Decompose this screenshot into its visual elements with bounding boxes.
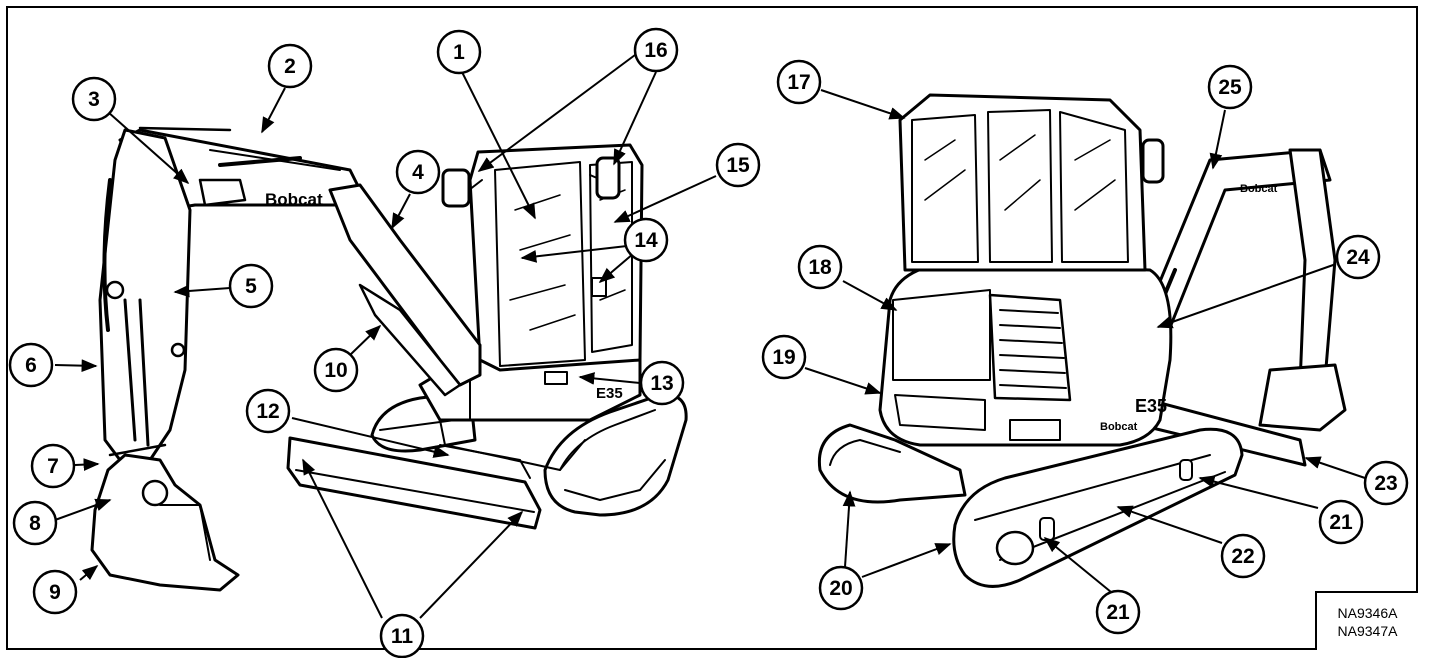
svg-text:14: 14	[634, 229, 658, 252]
rear-tracks	[817, 423, 1244, 588]
svg-text:1: 1	[453, 41, 465, 64]
callout-14: 14	[623, 217, 669, 263]
svg-text:10: 10	[324, 359, 347, 382]
callout-16: 16	[633, 27, 679, 73]
dozer-blade	[286, 436, 542, 530]
boom-and-arm: Bobcat	[98, 126, 482, 462]
figure-code-box: NA9346A NA9347A	[1315, 591, 1418, 650]
rear-logo-panel	[892, 289, 991, 381]
svg-text:13: 13	[650, 372, 673, 395]
diagram-frame	[6, 6, 1418, 650]
svg-text:7: 7	[47, 455, 59, 478]
rear-brand-logo: Bobcat	[905, 321, 986, 348]
callout-2: 2	[267, 43, 313, 89]
svg-text:19: 19	[772, 346, 795, 369]
rear-model-badge: E35	[1135, 396, 1167, 416]
svg-text:16: 16	[644, 39, 667, 62]
callout-15: 15	[715, 142, 761, 188]
svg-text:21: 21	[1106, 601, 1130, 624]
bucket	[90, 443, 240, 592]
callout-17: 17	[776, 59, 822, 105]
svg-text:22: 22	[1231, 545, 1254, 568]
callout-18: 18	[797, 244, 843, 290]
svg-text:9: 9	[49, 581, 61, 604]
svg-text:15: 15	[726, 154, 750, 177]
figure-code-2: NA9347A	[1337, 622, 1398, 639]
rear-mirror	[1141, 138, 1165, 184]
rear-body: Bobcat E35 Bobcat	[878, 260, 1173, 447]
callout-19: 19	[761, 334, 807, 380]
callout-21-upper: 21	[1318, 499, 1364, 545]
svg-text:6: 6	[25, 354, 37, 377]
callout-1: 1	[436, 29, 482, 75]
svg-text:4: 4	[412, 161, 424, 184]
svg-text:5: 5	[245, 275, 257, 298]
svg-text:8: 8	[29, 512, 41, 535]
callout-4: 4	[395, 149, 441, 195]
rear-view-excavator: Bobcat Bobcat E35 Bobcat	[817, 93, 1347, 588]
rear-boom: Bobcat	[1138, 148, 1347, 432]
svg-text:20: 20	[829, 577, 852, 600]
callout-7: 7	[30, 443, 76, 489]
callout-20: 20	[818, 565, 864, 611]
callout-22: 22	[1220, 533, 1266, 579]
callout-23: 23	[1363, 460, 1409, 506]
rear-small-brand: Bobcat	[1100, 421, 1138, 433]
svg-text:17: 17	[787, 71, 810, 94]
callout-8: 8	[12, 500, 58, 546]
svg-text:12: 12	[256, 400, 279, 423]
svg-text:24: 24	[1346, 246, 1370, 269]
callout-10: 10	[313, 347, 359, 393]
callout-3: 3	[71, 76, 117, 122]
svg-text:11: 11	[391, 625, 414, 648]
callout-5: 5	[228, 263, 274, 309]
callout-13: 13	[639, 360, 685, 406]
svg-text:23: 23	[1374, 472, 1397, 495]
rear-boom-brand: Bobcat	[1240, 183, 1278, 195]
callout-9: 9	[32, 569, 78, 615]
callout-12: 12	[245, 388, 291, 434]
rear-cab	[898, 93, 1165, 272]
boom-brand-logo: Bobcat	[265, 190, 323, 209]
svg-text:2: 2	[284, 55, 296, 78]
callout-21-lower: 21	[1095, 589, 1141, 635]
svg-text:21: 21	[1329, 511, 1353, 534]
callout-6: 6	[8, 342, 54, 388]
mirrors-front	[441, 156, 621, 208]
svg-text:3: 3	[88, 88, 100, 111]
svg-text:25: 25	[1218, 76, 1242, 99]
front-view-excavator: E35 Bobcat	[90, 126, 688, 592]
callout-25: 25	[1207, 64, 1253, 110]
model-badge-front: E35	[596, 385, 623, 402]
callout-24: 24	[1335, 234, 1381, 280]
svg-text:18: 18	[808, 256, 832, 279]
figure-code-1: NA9346A	[1337, 604, 1398, 621]
cab-handle	[591, 277, 607, 297]
callout-11-blade-left: 11	[379, 613, 425, 658]
